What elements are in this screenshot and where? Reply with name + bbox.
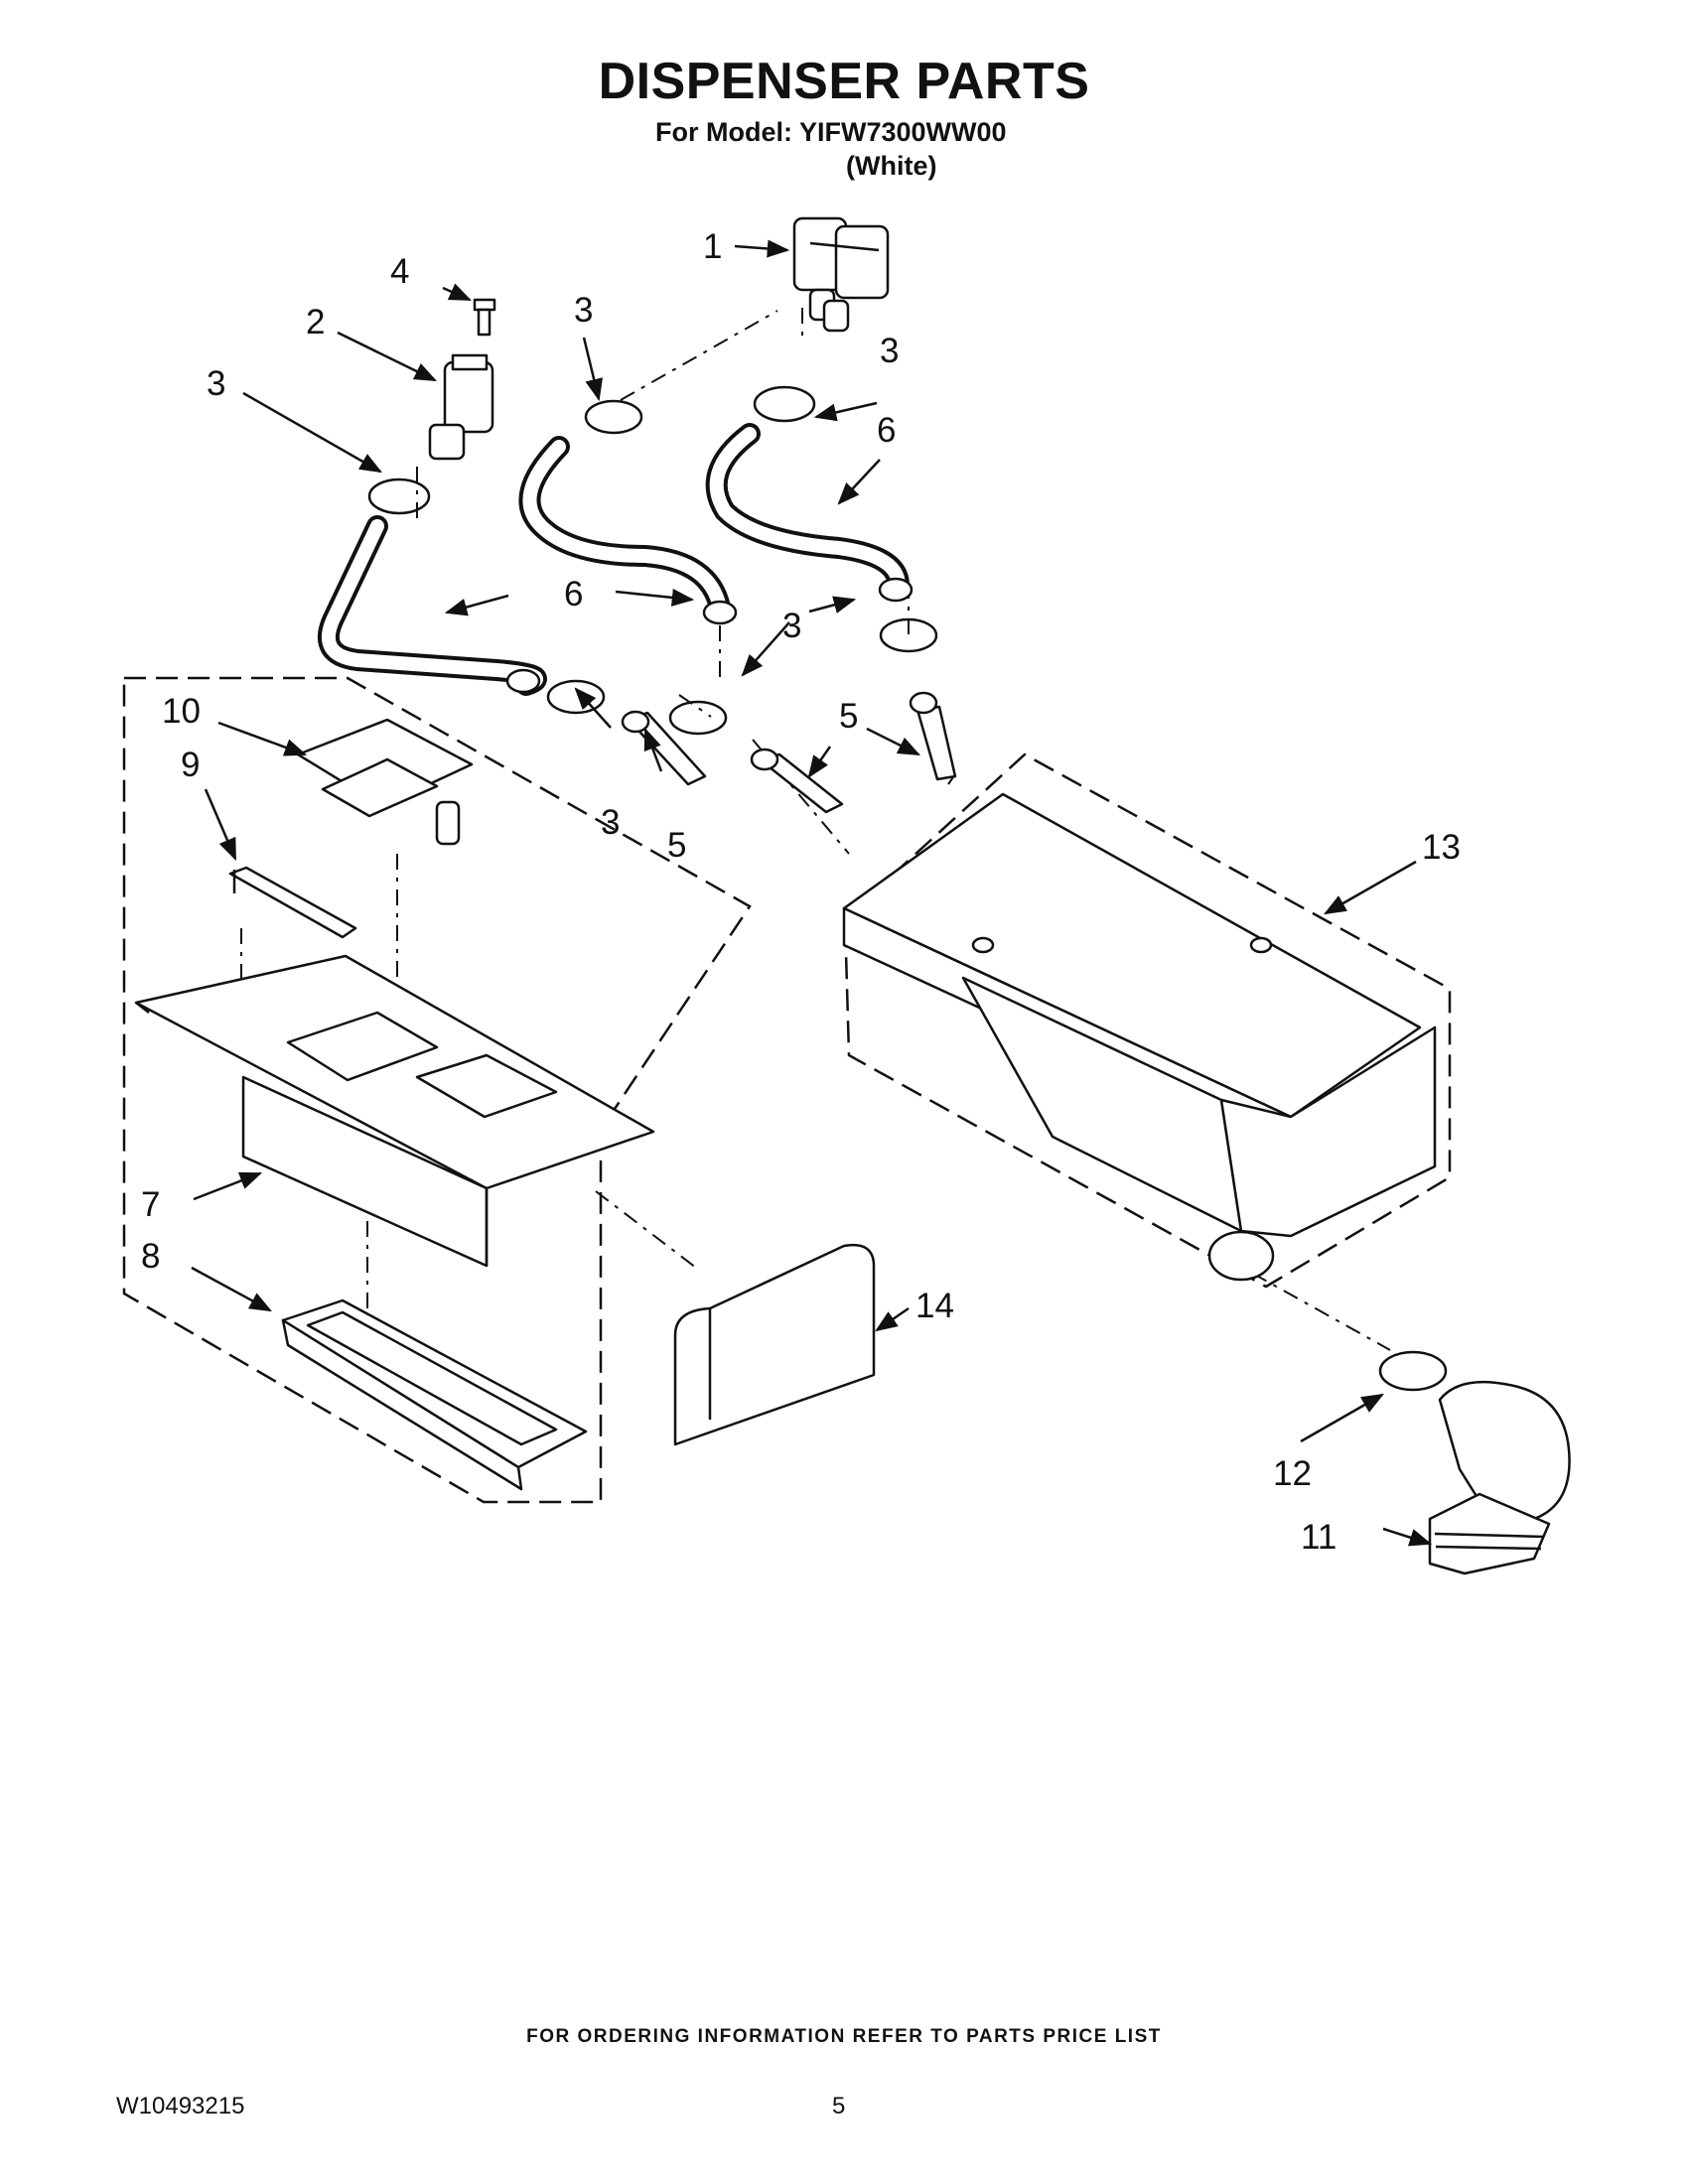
callout-3: 3 bbox=[782, 607, 801, 645]
parts bbox=[134, 216, 1571, 1575]
screw bbox=[473, 298, 496, 337]
callout-3: 3 bbox=[601, 803, 620, 842]
model-subtitle: For Model: YIFW7300WW00 bbox=[655, 117, 1007, 147]
callout-3: 3 bbox=[880, 332, 899, 370]
group-outlines bbox=[122, 676, 1452, 1504]
color-subtitle: (White) bbox=[846, 151, 937, 181]
detergent-cap bbox=[296, 718, 474, 846]
drawer-insert bbox=[281, 1298, 588, 1491]
callout-labels: 1 2 3 3 3 3 3 4 5 5 6 6 7 8 9 10 11 12 1… bbox=[141, 227, 1461, 1557]
leader-arrows bbox=[191, 239, 1433, 1547]
callout-2: 2 bbox=[306, 303, 325, 341]
callout-11: 11 bbox=[1301, 1518, 1336, 1557]
callout-6: 6 bbox=[564, 575, 583, 614]
callout-13: 13 bbox=[1422, 828, 1461, 867]
dispenser-lever bbox=[228, 866, 357, 939]
ordering-note: FOR ORDERING INFORMATION REFER TO PARTS … bbox=[526, 2026, 1162, 2047]
page-title: DISPENSER PARTS bbox=[598, 53, 1090, 110]
callout-12: 12 bbox=[1273, 1454, 1312, 1493]
callout-6: 6 bbox=[877, 411, 896, 450]
callout-8: 8 bbox=[141, 1237, 160, 1276]
callout-3: 3 bbox=[574, 291, 593, 330]
single-water-valve bbox=[428, 353, 494, 461]
hose-clamps bbox=[367, 385, 1448, 1392]
callout-1: 1 bbox=[703, 227, 722, 266]
drain-bellows bbox=[1428, 1380, 1571, 1575]
document-number: W10493215 bbox=[116, 2093, 245, 2119]
callout-7: 7 bbox=[141, 1185, 160, 1224]
drawer-group-outline bbox=[122, 676, 752, 1504]
inlet-hoses bbox=[318, 423, 910, 696]
callout-3: 3 bbox=[207, 364, 225, 403]
page-number: 5 bbox=[832, 2093, 846, 2119]
hose-ends bbox=[505, 577, 914, 694]
callout-4: 4 bbox=[390, 252, 409, 291]
callout-5: 5 bbox=[667, 826, 686, 865]
callout-9: 9 bbox=[181, 746, 200, 784]
housing-group-outline bbox=[843, 752, 1452, 1289]
dispenser-drawer bbox=[134, 954, 655, 1268]
dispenser-housing bbox=[842, 792, 1437, 1282]
callout-10: 10 bbox=[162, 692, 201, 731]
dispenser-cover bbox=[673, 1243, 876, 1446]
callout-5: 5 bbox=[839, 697, 858, 736]
dual-water-valve bbox=[792, 216, 890, 333]
callout-14: 14 bbox=[915, 1287, 954, 1325]
